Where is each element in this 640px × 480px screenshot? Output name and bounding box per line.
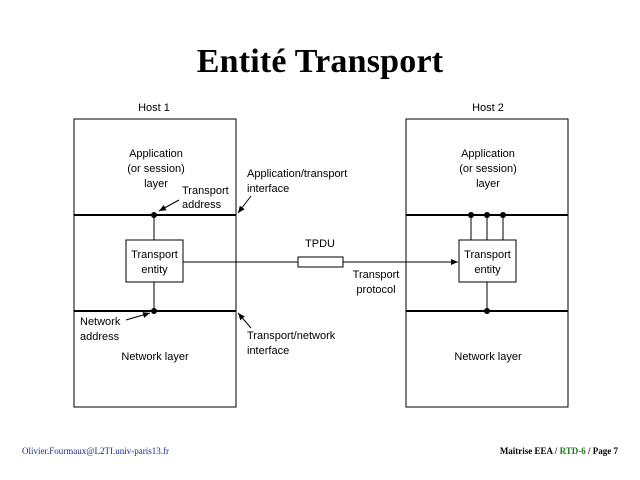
host2-transport-entity-line1: Transport — [464, 249, 511, 261]
host1-box — [73, 118, 237, 408]
host2-app-layer-line3: layer — [476, 178, 500, 190]
host2-label: Host 2 — [472, 102, 504, 114]
transport-address-arrow — [158, 199, 180, 212]
host2-box — [405, 118, 569, 408]
transport-protocol-line2: protocol — [356, 284, 395, 296]
app-transport-interface-arrow — [237, 195, 252, 214]
host2: Host 2 Application (or session) layer Tr… — [405, 102, 569, 408]
host2-app-layer-line2: (or session) — [459, 163, 516, 175]
host1-label: Host 1 — [138, 102, 170, 114]
tpdu-box — [297, 256, 344, 268]
host1-transport-entity-line2: entity — [141, 264, 168, 276]
host2-transport-address-dot-left — [468, 212, 474, 218]
footer-email: Olivier.Fourmaux@L2TI.univ-paris13.fr — [22, 446, 170, 456]
footer-course: Maîtrise EEA / — [499, 446, 558, 456]
host1-network-address-dot — [151, 308, 157, 314]
host1-app-layer-line3: layer — [144, 178, 168, 190]
host1-transport-address-dot — [151, 212, 157, 218]
transport-address-line2: address — [182, 199, 222, 211]
transport-address-line1: Transport — [182, 185, 229, 197]
annotations: Transport address Application/transport … — [80, 168, 347, 357]
tpdu-link: TPDU Transport protocol — [183, 238, 458, 296]
app-transport-interface-line1: Application/transport — [247, 168, 347, 180]
host2-transport-entity-line2: entity — [474, 264, 501, 276]
host1-network-layer: Network layer — [121, 351, 189, 363]
transport-network-interface-line2: interface — [247, 345, 289, 357]
host2-transport-address-dot-right — [500, 212, 506, 218]
transport-network-interface-line1: Transport/network — [247, 330, 336, 342]
host2-app-layer-line1: Application — [461, 148, 515, 160]
footer-module: RTD-6 — [559, 446, 586, 456]
tpdu-label: TPDU — [305, 238, 335, 250]
host1: Host 1 Application (or session) layer Tr… — [73, 102, 237, 408]
network-address-line1: Network — [80, 316, 121, 328]
network-address-line2: address — [80, 331, 120, 343]
host2-transport-address-dot-mid — [484, 212, 490, 218]
transport-network-interface-arrow — [237, 312, 252, 329]
host2-network-address-dot — [484, 308, 490, 314]
footer-course-info: Maîtrise EEA / RTD-6 / Page 7 — [500, 446, 618, 456]
transport-protocol-line1: Transport — [353, 269, 400, 281]
host2-network-layer: Network layer — [454, 351, 522, 363]
network-address-arrow — [125, 312, 151, 321]
footer-page-number: / Page 7 — [588, 446, 618, 456]
host1-transport-entity-line1: Transport — [131, 249, 178, 261]
host1-app-layer-line2: (or session) — [127, 163, 184, 175]
slide-title: Entité Transport — [196, 43, 444, 80]
host1-app-layer-line1: Application — [129, 148, 183, 160]
app-transport-interface-line2: interface — [247, 183, 289, 195]
